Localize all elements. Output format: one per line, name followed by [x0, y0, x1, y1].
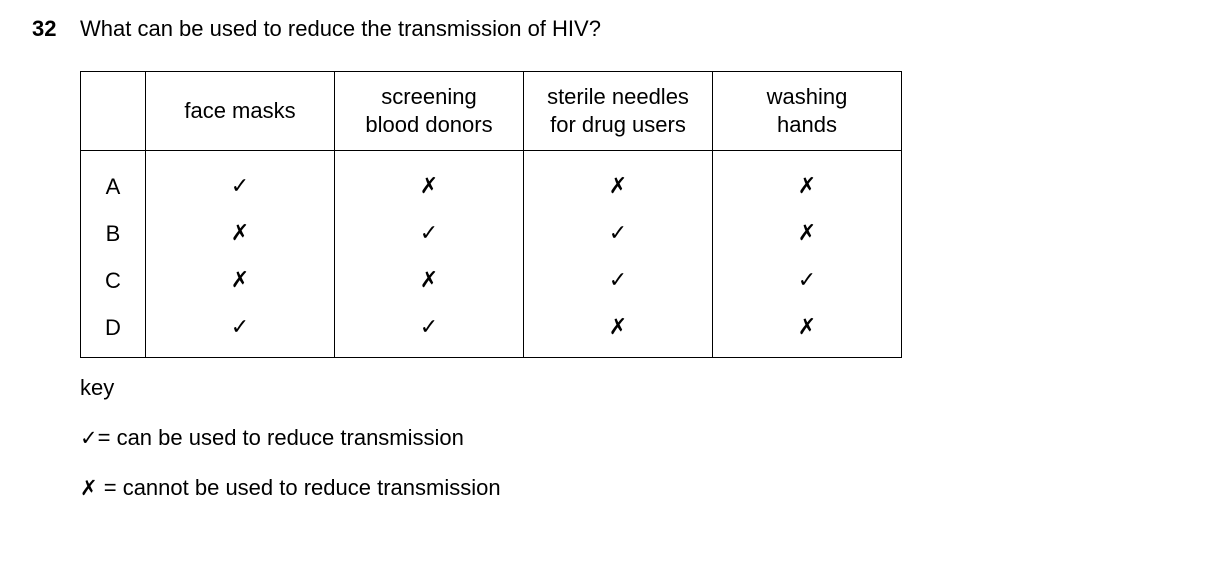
- question-number: 32: [32, 16, 57, 41]
- header-row: face masks screening blood donors steril…: [80, 71, 902, 151]
- cell-mark: ✓: [523, 210, 713, 257]
- header-face-masks: face masks: [145, 71, 335, 151]
- key-cross-text: = cannot be used to reduce transmission: [103, 475, 501, 500]
- row-label: C: [80, 257, 146, 304]
- table-row-b: B ✗ ✓ ✓ ✗: [80, 210, 902, 257]
- header-line: sterile needles: [547, 84, 689, 109]
- header-sterile-needles: sterile needles for drug users: [523, 71, 713, 151]
- table-row-a: A ✓ ✗ ✗ ✗: [80, 150, 902, 210]
- header-line: face masks: [184, 98, 296, 123]
- cell-mark: ✗: [145, 257, 335, 304]
- row-label: B: [80, 210, 146, 257]
- header-screening-blood-donors: screening blood donors: [334, 71, 524, 151]
- cell-mark: ✓: [334, 304, 524, 358]
- cell-mark: ✗: [712, 150, 902, 210]
- cell-mark: ✗: [523, 150, 713, 210]
- cell-mark: ✗: [712, 210, 902, 257]
- header-line: for drug users: [550, 112, 686, 137]
- header-line: washing: [766, 84, 848, 109]
- cell-mark: ✓: [523, 257, 713, 304]
- cell-mark: ✓: [145, 304, 335, 358]
- cell-mark: ✗: [334, 150, 524, 210]
- cell-mark: ✗: [523, 304, 713, 358]
- cell-mark: ✓: [712, 257, 902, 304]
- options-table: face masks screening blood donors steril…: [80, 71, 902, 358]
- tick-icon: ✓: [80, 426, 98, 450]
- cell-mark: ✓: [145, 150, 335, 210]
- header-line: blood donors: [365, 112, 493, 137]
- key-tick-line: ✓= can be used to reduce transmission: [80, 423, 464, 453]
- cell-mark: ✗: [712, 304, 902, 358]
- cell-mark: ✗: [145, 210, 335, 257]
- question-text: What can be used to reduce the transmiss…: [80, 16, 601, 41]
- corner-cell: [80, 71, 146, 151]
- cross-icon: ✗: [80, 476, 98, 500]
- row-label: D: [80, 304, 146, 358]
- header-line: hands: [777, 112, 837, 137]
- cell-mark: ✓: [334, 210, 524, 257]
- key-tick-text: = can be used to reduce transmission: [97, 425, 464, 450]
- key-cross-line: ✗ = cannot be used to reduce transmissio…: [80, 473, 501, 503]
- row-label: A: [80, 150, 146, 210]
- header-line: screening: [381, 84, 477, 109]
- header-washing-hands: washing hands: [712, 71, 902, 151]
- cell-mark: ✗: [334, 257, 524, 304]
- table-row-c: C ✗ ✗ ✓ ✓: [80, 257, 902, 304]
- table-row-d: D ✓ ✓ ✗ ✗: [80, 304, 902, 358]
- key-title: key: [80, 375, 115, 400]
- question: 32 What can be used to reduce the transmi…: [32, 14, 601, 44]
